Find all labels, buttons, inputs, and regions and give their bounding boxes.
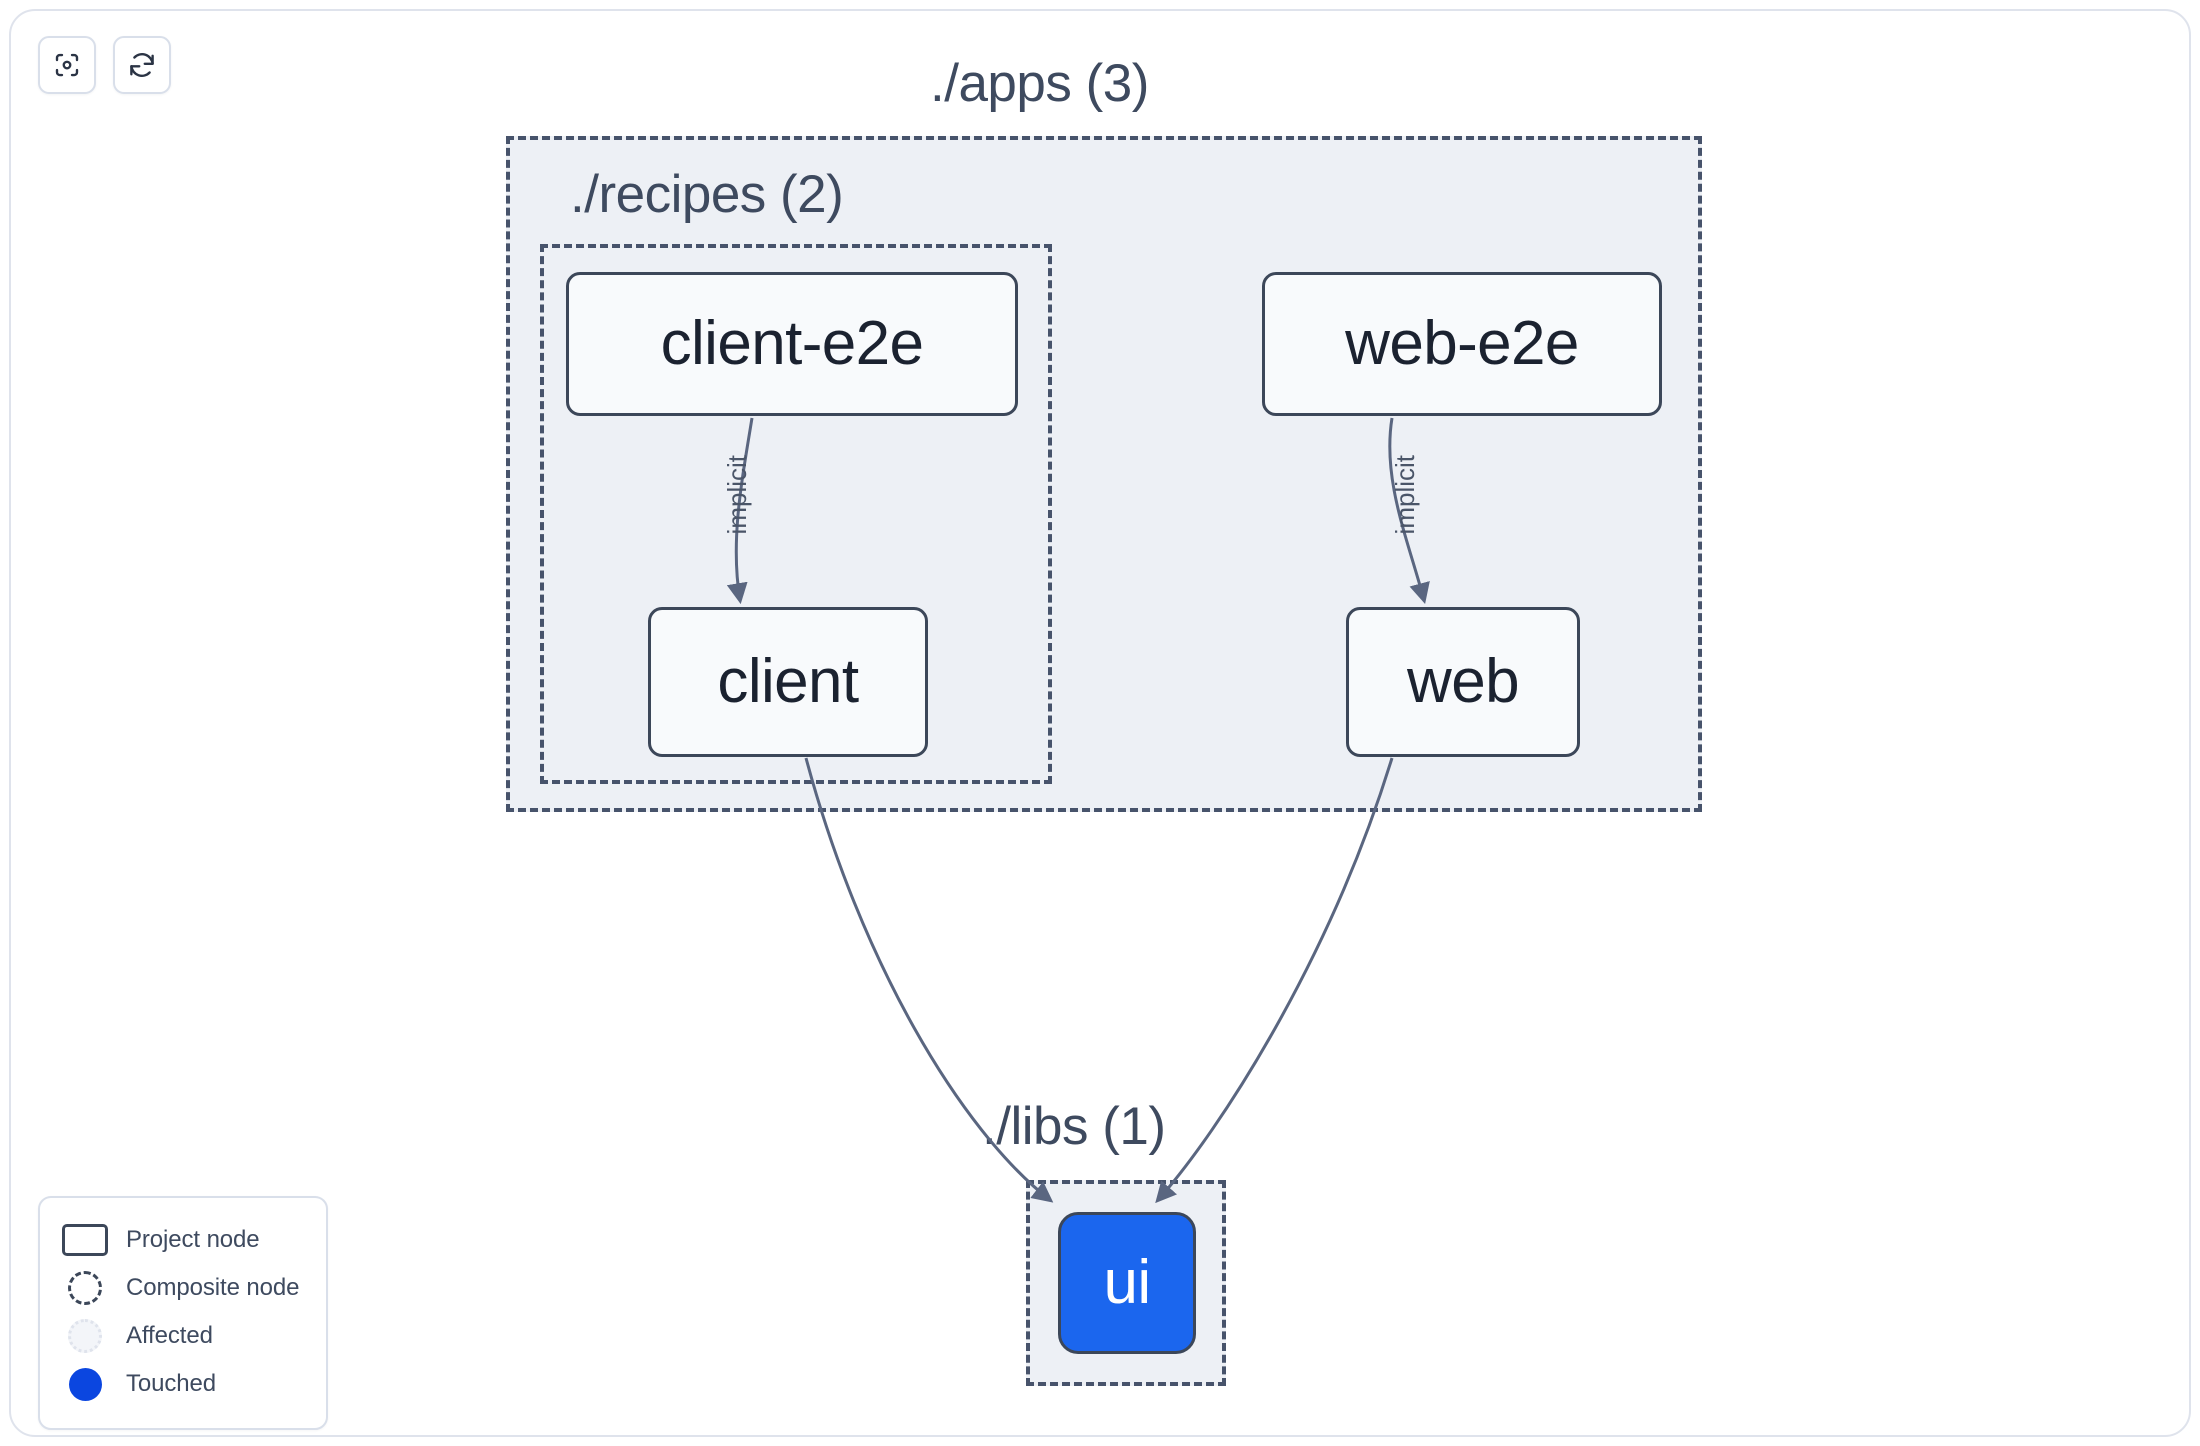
affected-swatch — [62, 1319, 108, 1353]
legend-label: Affected — [126, 1322, 213, 1349]
refresh-icon — [127, 50, 157, 80]
viewfinder-icon — [52, 50, 82, 80]
legend-label: Touched — [126, 1370, 217, 1397]
graph-legend: Project node Composite node Affected Tou… — [38, 1196, 328, 1430]
touched-swatch — [62, 1367, 108, 1401]
legend-label: Project node — [126, 1226, 260, 1253]
node-label: client — [717, 647, 859, 716]
legend-item-project-node: Project node — [62, 1216, 306, 1264]
project-node-ui[interactable]: ui — [1058, 1212, 1196, 1354]
legend-item-touched: Touched — [62, 1360, 306, 1408]
project-node-web[interactable]: web — [1346, 607, 1580, 757]
group-label-apps: ./apps (3) — [930, 54, 1149, 113]
legend-item-composite-node: Composite node — [62, 1264, 306, 1312]
node-label: ui — [1103, 1248, 1151, 1317]
project-node-web-e2e[interactable]: web-e2e — [1262, 272, 1662, 416]
group-label-recipes: ./recipes (2) — [570, 165, 844, 224]
node-label: web-e2e — [1345, 309, 1579, 378]
project-node-swatch — [62, 1223, 108, 1257]
legend-label: Composite node — [126, 1274, 300, 1301]
composite-node-swatch — [62, 1271, 108, 1305]
group-label-libs: ./libs (1) — [982, 1097, 1166, 1156]
refresh-graph-button[interactable] — [113, 36, 171, 94]
graph-toolbar — [38, 36, 171, 94]
project-node-client[interactable]: client — [648, 607, 928, 757]
node-label: web — [1407, 647, 1520, 716]
focus-graph-button[interactable] — [38, 36, 96, 94]
legend-item-affected: Affected — [62, 1312, 306, 1360]
node-label: client-e2e — [660, 309, 924, 378]
project-node-client-e2e[interactable]: client-e2e — [566, 272, 1018, 416]
